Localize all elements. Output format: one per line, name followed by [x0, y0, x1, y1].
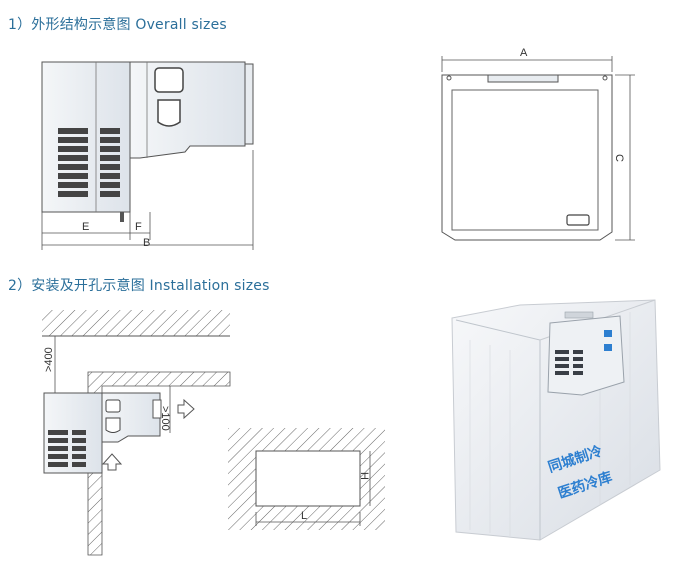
overall-sizes-heading: 1）外形结构示意图 Overall sizes: [8, 17, 227, 33]
cutout-dimension-lines: [255, 451, 371, 526]
front-view-drawing: A C: [441, 47, 635, 241]
photo-unit-grill: [555, 350, 583, 375]
dim-label-h: H: [358, 472, 370, 480]
air-outlet-arrow-icon: [177, 398, 195, 420]
louvre-grill-right: [100, 128, 120, 197]
dim-label-e: E: [82, 221, 89, 233]
side-view-drawing: E F B: [41, 61, 254, 250]
dim-label-l: L: [301, 510, 307, 522]
installation-unit-grill: [48, 430, 86, 467]
front-view-dimension-lines: [441, 56, 635, 241]
dim-label-a: A: [520, 47, 528, 59]
air-inlet-arrow-icon: [101, 453, 123, 471]
dim-label-f: F: [135, 221, 142, 233]
louvre-grill-left: [58, 128, 88, 197]
side-view-dimension-lines: [41, 150, 254, 250]
dim-label-c: C: [613, 154, 625, 162]
installation-drawing: >400 >100: [42, 310, 231, 556]
clearance-top-label: >400: [43, 347, 55, 372]
dim-label-b: B: [143, 237, 150, 249]
cold-room-product-photo: 同城制冷 医药冷库: [440, 290, 668, 555]
clearance-side-label: >100: [159, 406, 171, 431]
installation-sizes-heading: 2）安装及开孔示意图 Installation sizes: [8, 278, 270, 294]
cutout-drawing: L H: [228, 428, 385, 530]
